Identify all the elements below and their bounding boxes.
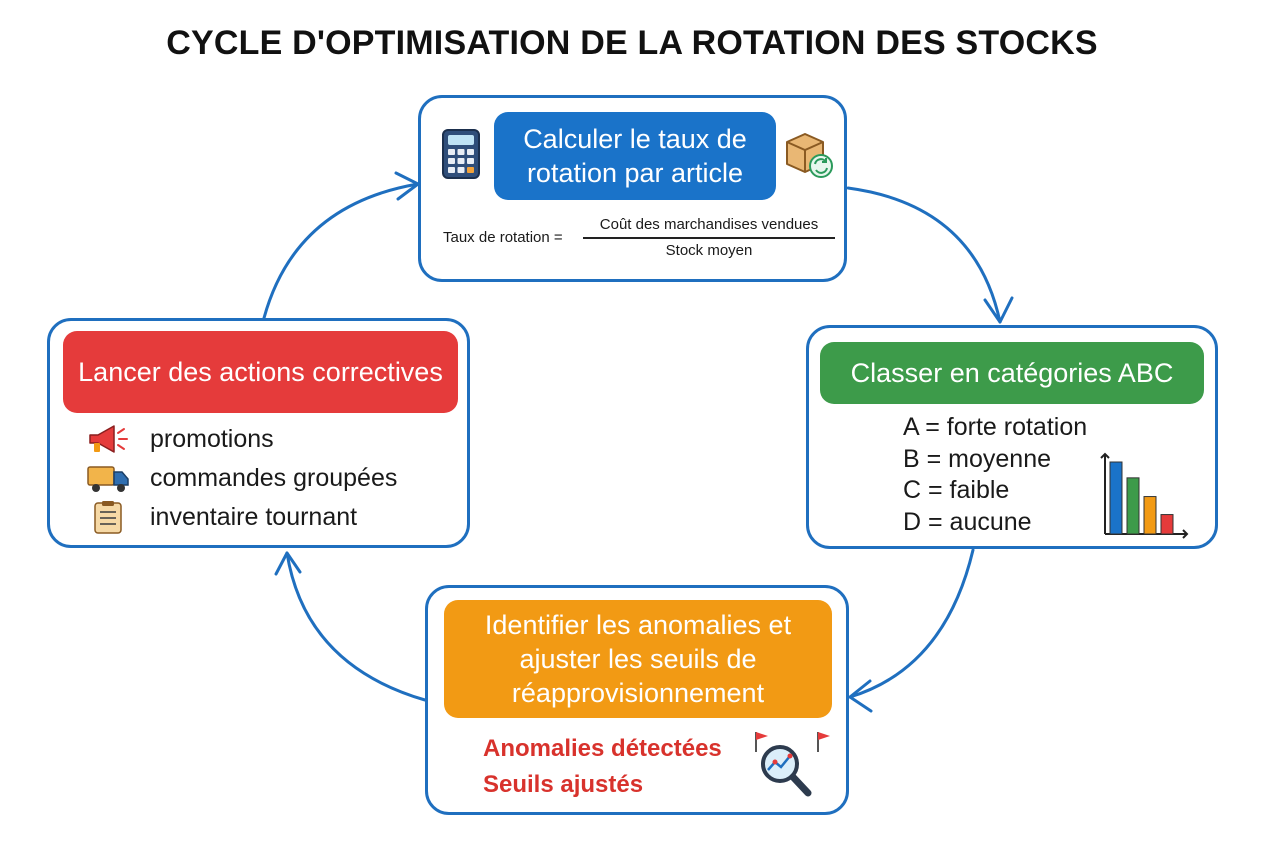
abc-bar: [1143, 496, 1157, 535]
rotation-formula: Taux de rotation = Coût des marchandises…: [443, 214, 835, 262]
anomalies-detected-text: Anomalies détectées: [483, 735, 722, 762]
classify-header: Classer en catégories ABC: [820, 342, 1204, 404]
category-d: D = aucune: [903, 507, 1032, 536]
actions-header: Lancer des actions correctives: [63, 331, 458, 413]
step-anomalies-card: Identifier les anomalies et ajuster les …: [425, 585, 849, 815]
step-calculate-card: Calculer le taux de rotation par article…: [418, 95, 847, 282]
category-a: A = forte rotation: [903, 413, 1088, 441]
truck-icon: [86, 461, 130, 495]
arrow-head-abc: [983, 296, 1014, 324]
box-rotation-icon: [786, 133, 833, 178]
arrow-head-anomalies: [848, 679, 873, 713]
fraction-bar: [583, 237, 835, 239]
arrow-head-actions: [274, 551, 302, 576]
abc-bar: [1109, 461, 1123, 535]
action-label: commandes groupées: [150, 463, 398, 492]
step-classify-card: Classer en catégories ABC A = forte rota…: [806, 325, 1218, 549]
step-actions-card: Lancer des actions correctives promotion…: [47, 318, 470, 548]
abc-bar: [1126, 477, 1140, 535]
arrow-anomalies-to-actions: [285, 551, 427, 702]
arrow-abc-to-anomalies: [848, 548, 975, 699]
calculator-icon: [442, 129, 480, 179]
bar-chart-icon: [1100, 452, 1189, 539]
arrow-actions-to-calc: [262, 182, 420, 320]
arrow-calc-to-abc: [846, 186, 1002, 324]
abc-bar: [1160, 514, 1174, 535]
action-label: inventaire tournant: [150, 502, 358, 531]
anomaly-results: Anomalies détectées Seuils ajustés: [483, 731, 722, 803]
formula-numerator: Coût des marchandises vendues: [599, 216, 819, 233]
formula-lhs: Taux de rotation =: [443, 229, 563, 246]
calculate-header: Calculer le taux de rotation par article: [494, 112, 776, 200]
action-item: commandes groupées: [86, 461, 397, 495]
action-item: promotions: [86, 422, 274, 456]
megaphone-icon: [86, 422, 130, 456]
thresholds-adjusted-text: Seuils ajustés: [483, 771, 644, 798]
action-item: inventaire tournant: [86, 500, 357, 534]
abc-category-list: A = forte rotation B = moyenne C = faibl…: [903, 412, 1087, 538]
category-b: B = moyenne: [903, 444, 1052, 473]
clipboard-icon: [86, 500, 130, 534]
formula-denominator: Stock moyen: [665, 242, 753, 259]
category-c: C = faible: [903, 476, 1010, 504]
magnifier-chart-icon: [755, 732, 830, 797]
anomalies-header: Identifier les anomalies et ajuster les …: [444, 600, 832, 718]
action-label: promotions: [150, 424, 274, 453]
diagram-title: CYCLE D'OPTIMISATION DE LA ROTATION DES …: [166, 24, 1098, 62]
